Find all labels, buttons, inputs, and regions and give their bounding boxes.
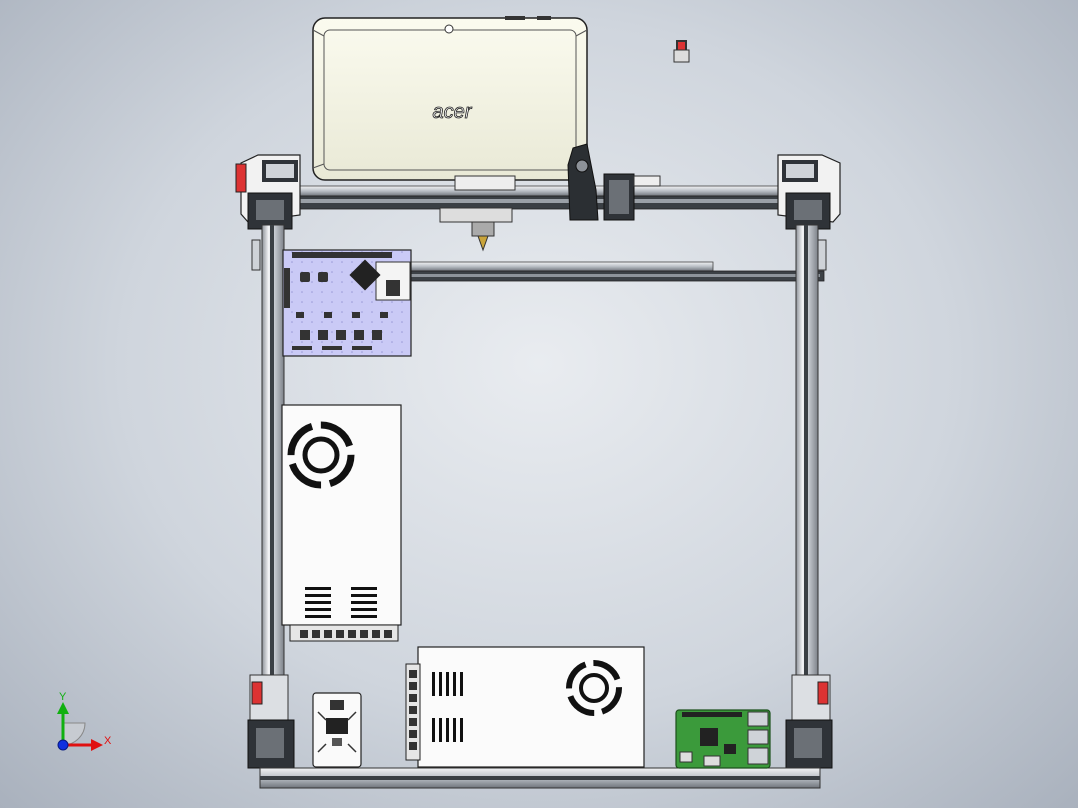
xyz-axis-triad-icon[interactable] bbox=[57, 702, 103, 751]
x-stepper-motor[interactable] bbox=[567, 143, 661, 221]
power-supply-unit-horizontal[interactable] bbox=[405, 646, 645, 768]
power-supply-unit-vertical[interactable] bbox=[281, 404, 402, 642]
controller-board[interactable] bbox=[282, 249, 412, 357]
raspberry-pi-board[interactable] bbox=[675, 709, 771, 769]
x-carriage[interactable] bbox=[439, 175, 516, 252]
fan-grille-icon bbox=[287, 421, 355, 489]
axis-label-x: X bbox=[104, 735, 112, 747]
acer-tablet[interactable] bbox=[312, 16, 588, 181]
right-vertical-rail[interactable] bbox=[785, 224, 833, 771]
endstop-switch-part[interactable] bbox=[673, 40, 690, 63]
left-vertical-rail[interactable] bbox=[247, 224, 295, 771]
top-gantry[interactable] bbox=[235, 154, 841, 230]
tablet-brand-logo: acer bbox=[433, 101, 473, 123]
bottom-rail[interactable] bbox=[259, 767, 821, 789]
stepdown-adapter-board[interactable] bbox=[312, 692, 362, 768]
axis-label-y: Y bbox=[59, 691, 67, 703]
fan-grille-icon bbox=[566, 660, 622, 716]
